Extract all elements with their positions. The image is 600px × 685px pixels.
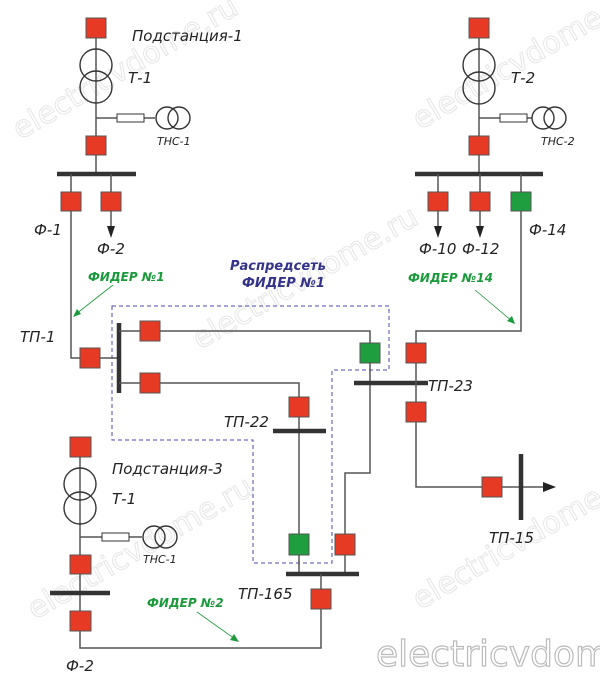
aux-transformer-icon — [543, 106, 567, 130]
network-lines — [70, 211, 556, 649]
breaker-closed[interactable] — [405, 342, 427, 364]
breaker-open[interactable] — [510, 191, 532, 212]
aux-transformer-icon — [155, 106, 179, 130]
tp23-label: ТП-23 — [428, 377, 473, 395]
feeder-label: Ф-12 — [462, 240, 499, 258]
breaker-closed[interactable] — [405, 401, 427, 423]
breaker-open[interactable] — [359, 342, 381, 364]
arrow-icon — [434, 226, 442, 238]
substation-2: Т-2 ТНС-2 Ф-10 Ф-12 Ф-14 — [415, 17, 575, 258]
breaker-closed[interactable] — [85, 135, 107, 156]
substation-1: Подстанция-1 Т-1 ТНС-1 Ф-1 Ф-2 — [34, 17, 243, 258]
aux-transformer-icon — [142, 525, 166, 549]
transformer-winding-icon — [79, 48, 113, 82]
breaker-closed[interactable] — [79, 347, 101, 369]
transformer-winding-icon — [79, 70, 113, 104]
arrow-icon — [476, 226, 484, 238]
feeder-1-label: ФИДЕР №1 — [88, 270, 165, 284]
breaker-closed[interactable] — [139, 372, 161, 394]
transformer-winding-icon — [63, 491, 97, 525]
tp15-label: ТП-15 — [489, 529, 534, 547]
breaker-closed[interactable] — [60, 191, 82, 212]
feeder-label: Ф-1 — [34, 221, 62, 239]
transformer-winding-icon — [462, 48, 496, 82]
breaker-closed[interactable] — [468, 17, 490, 39]
distribution-feeder-label: ФИДЕР №1 — [242, 276, 325, 291]
substation-label: Подстанция-1 — [132, 27, 243, 45]
breaker-closed[interactable] — [85, 17, 107, 39]
breaker-closed[interactable] — [69, 554, 92, 575]
aux-transformer-label: ТНС-1 — [143, 553, 177, 566]
transformer-label: Т-1 — [112, 490, 136, 508]
network-breakers — [79, 320, 503, 610]
transformer-winding-icon — [63, 467, 97, 501]
aux-transformer-label: ТНС-2 — [541, 135, 575, 148]
distribution-network-label: Распредсеть — [230, 259, 326, 274]
aux-transformer-label: ТНС-1 — [157, 135, 191, 148]
breaker-open[interactable] — [288, 533, 310, 556]
feeder-14-label: ФИДЕР №14 — [408, 271, 493, 285]
feeder-label: Ф-2 — [66, 657, 94, 675]
fuse-icon — [101, 532, 130, 542]
distribution-feeder-boundary — [111, 305, 390, 564]
breaker-closed[interactable] — [334, 533, 356, 556]
tp1-label: ТП-1 — [20, 328, 55, 346]
watermark: electricvdome.ru — [7, 0, 245, 147]
breaker-closed[interactable] — [310, 588, 332, 610]
breaker-closed[interactable] — [69, 436, 92, 458]
arrow-icon — [543, 482, 556, 492]
tp22-label: ТП-22 — [224, 413, 269, 431]
pointer-arrow-icon — [73, 309, 81, 317]
feeder-2-label: ФИДЕР №2 — [147, 596, 224, 610]
breaker-closed[interactable] — [481, 476, 503, 498]
aux-transformer-icon — [531, 106, 555, 130]
transformer-label: Т-1 — [128, 69, 152, 87]
feeder-label: Ф-2 — [97, 240, 125, 258]
watermark-logo: electricvdome.ru — [376, 634, 600, 675]
fuse-icon — [499, 113, 528, 123]
transformer-label: Т-2 — [511, 69, 535, 87]
pointer-arrow-icon — [507, 316, 515, 324]
breaker-closed[interactable] — [427, 191, 449, 212]
watermark: electricvdome.ru — [22, 469, 260, 627]
tp165-label: ТП-165 — [238, 585, 293, 603]
aux-transformer-icon — [167, 106, 191, 130]
breaker-closed[interactable] — [469, 191, 491, 212]
substation-3: Подстанция-3 Т-1 ТНС-1 Ф-2 — [50, 436, 223, 675]
pointer-arrow-icon — [230, 634, 239, 642]
transformer-winding-icon — [462, 71, 496, 105]
aux-transformer-icon — [154, 525, 178, 549]
breaker-closed[interactable] — [468, 135, 490, 156]
feeder-label: Ф-10 — [419, 240, 456, 258]
breaker-closed[interactable] — [139, 320, 161, 342]
arrow-icon — [107, 226, 115, 238]
substation-label: Подстанция-3 — [112, 460, 223, 478]
fuse-icon — [116, 113, 145, 123]
feeder-label: Ф-14 — [529, 221, 566, 239]
breaker-closed[interactable] — [288, 396, 310, 418]
breaker-closed[interactable] — [69, 610, 92, 632]
breaker-closed[interactable] — [100, 191, 122, 212]
